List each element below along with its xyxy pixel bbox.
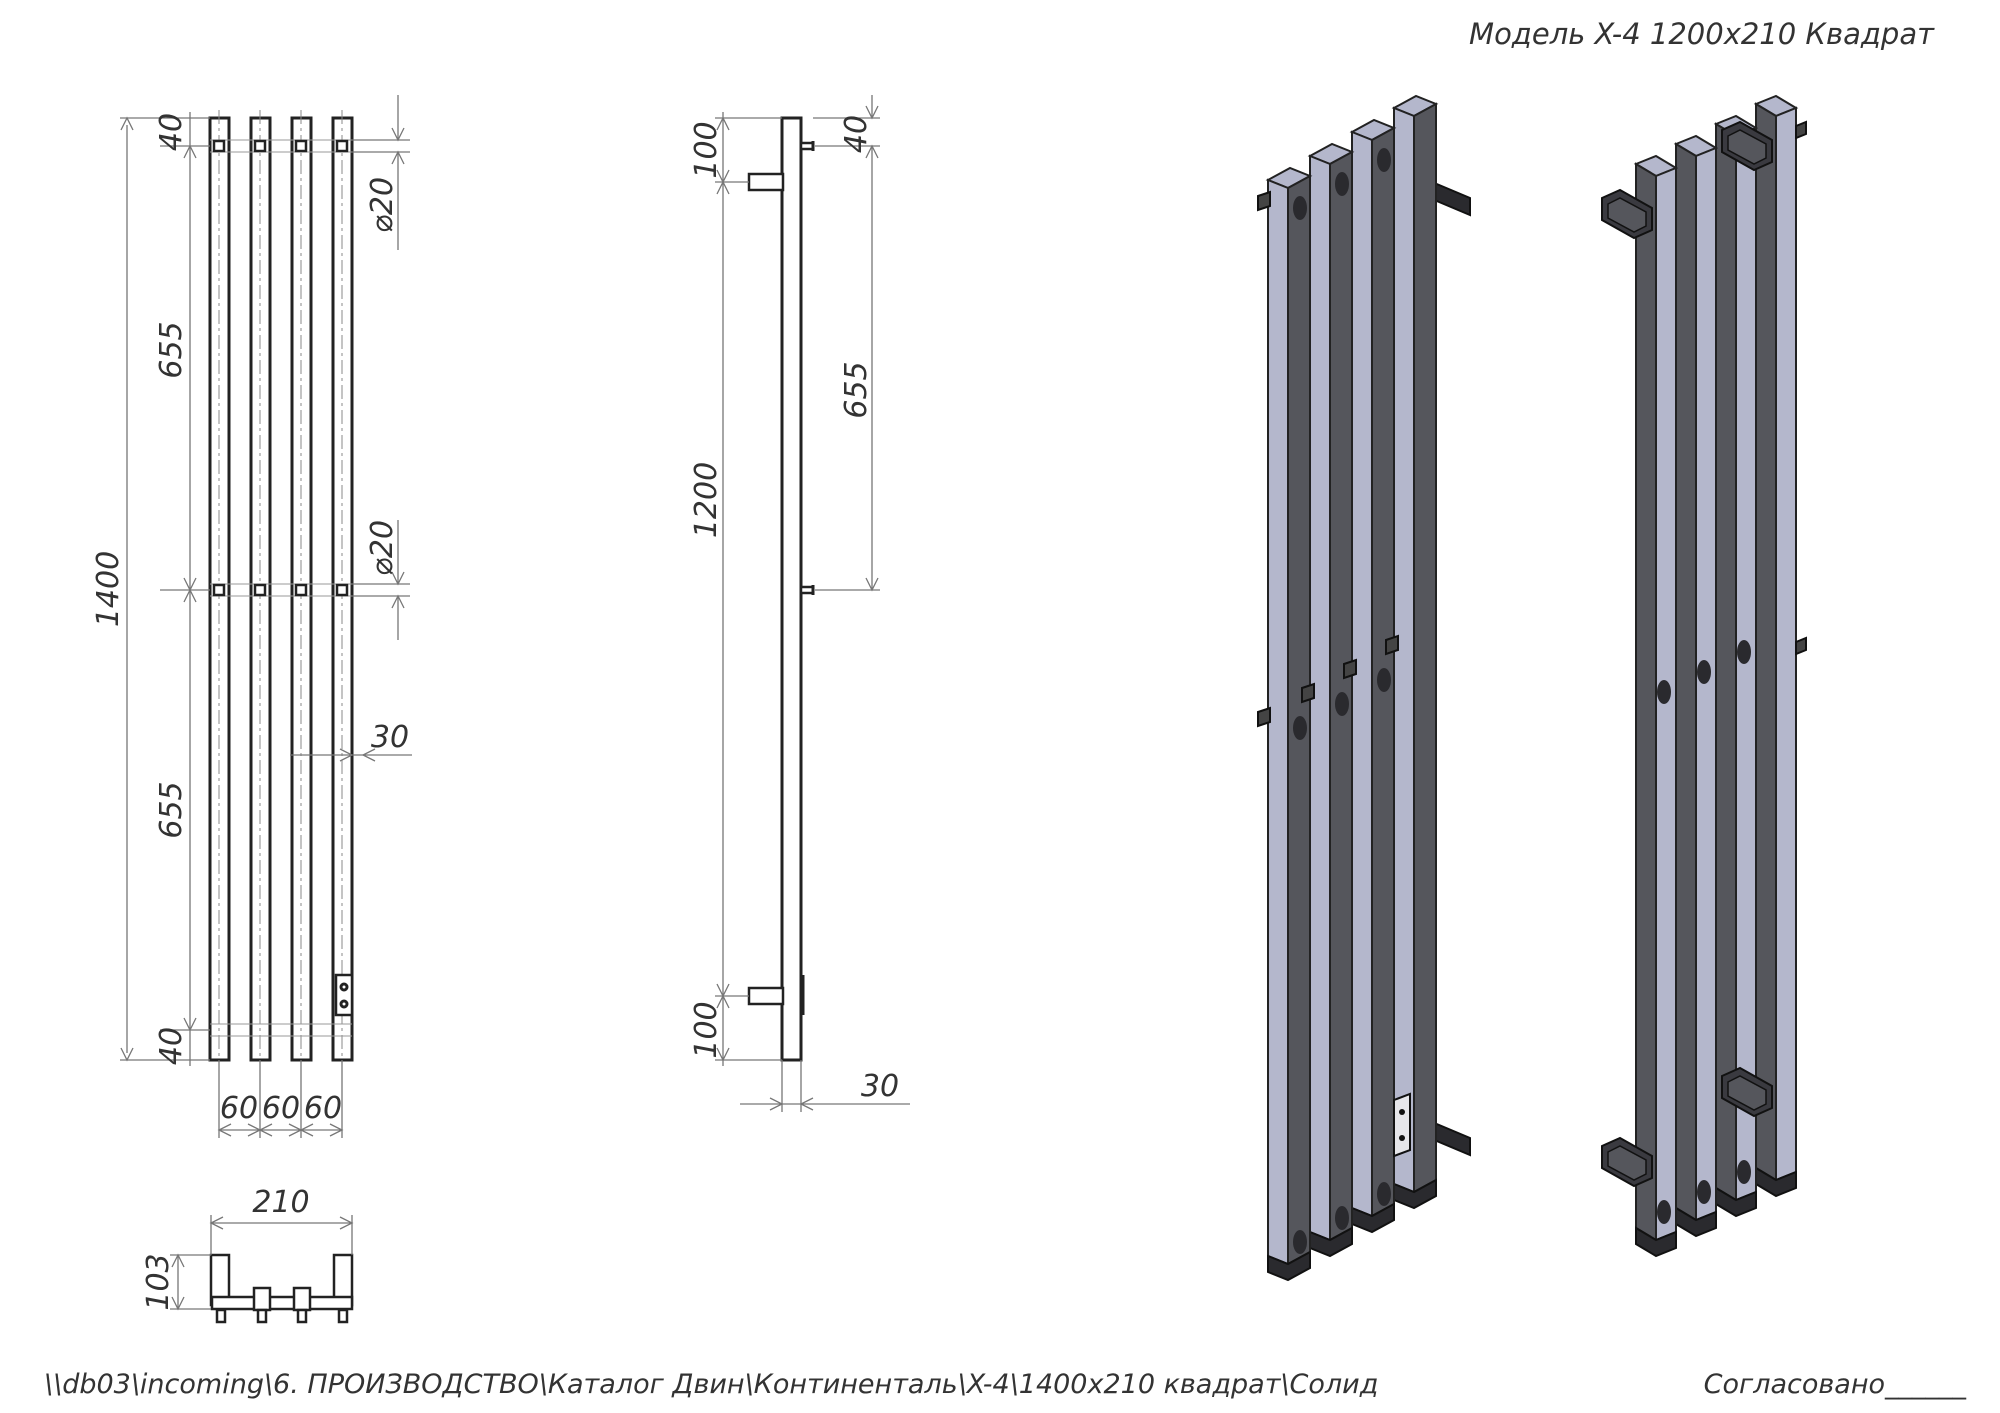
- front-dim-top: 40: [154, 113, 189, 151]
- top-dim-width: 210: [252, 1185, 309, 1220]
- file-path: \\db03\incoming\6. ПРОИЗВОДСТВО\Каталог …: [44, 1369, 1378, 1400]
- iso-rear-tube-2: [1673, 134, 1719, 1238]
- front-dim-pipe-upper: ⌀20: [365, 177, 400, 233]
- iso-front-tube-4: [1391, 94, 1439, 1210]
- front-dim-pipe-lower: ⌀20: [365, 520, 400, 576]
- front-dim-lower-span: 655: [154, 781, 189, 838]
- side-dim-bottom-offset: 100: [689, 1001, 724, 1058]
- iso-rear-tube-4: [1753, 94, 1799, 1198]
- side-dim-height: 1200: [689, 462, 724, 538]
- iso-view-front: [1257, 94, 1471, 1282]
- front-connector-box: [334, 973, 354, 1017]
- front-dim-spacing-3: 60: [304, 1091, 342, 1126]
- front-dimensions-right: [290, 95, 412, 762]
- front-dimensions-bottom: [217, 1060, 344, 1138]
- front-top-pipe: [210, 139, 352, 153]
- iso-rear-tube-3: [1713, 114, 1759, 1218]
- side-dim-top-offset: 100: [689, 121, 724, 178]
- front-dim-profile: 30: [371, 720, 409, 755]
- approval-field: Согласовано______: [1704, 1369, 1967, 1400]
- front-view: 1400 40 655 655 40 ⌀20 ⌀20 30: [91, 95, 412, 1138]
- iso-rear-tube-1: [1633, 154, 1679, 1258]
- side-view: [715, 95, 910, 1112]
- front-dim-spacing-2: 60: [262, 1091, 300, 1126]
- drawing-title: Модель X-4 1200x210 Квадрат: [1469, 17, 1935, 51]
- front-middle-pipe: [210, 583, 352, 597]
- top-view: [170, 1215, 354, 1324]
- top-dim-depth: 103: [141, 1253, 176, 1310]
- front-dim-bottom: 40: [154, 1027, 189, 1065]
- side-dim-depth: 30: [861, 1069, 899, 1104]
- front-dimensions-left: [120, 112, 210, 1066]
- front-dim-upper-span: 655: [154, 321, 189, 378]
- front-bottom-pipe: [210, 1023, 352, 1037]
- iso-front-tube-3: [1349, 118, 1397, 1234]
- iso-rear-brackets: [1601, 120, 1807, 1188]
- side-dim-span: 655: [839, 361, 874, 418]
- side-dim-top: 40: [839, 115, 874, 153]
- front-dim-total-height: 1400: [91, 551, 126, 627]
- front-dim-spacing-1: 60: [220, 1091, 258, 1126]
- iso-view-rear: [1601, 94, 1807, 1258]
